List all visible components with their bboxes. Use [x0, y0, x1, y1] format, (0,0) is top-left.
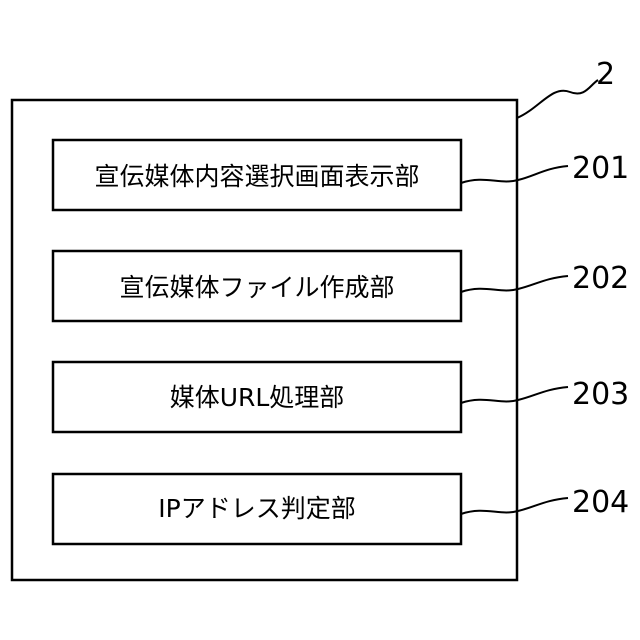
block-201-ref: 201 — [572, 151, 629, 186]
block-204-label: IPアドレス判定部 — [158, 494, 355, 523]
block-204-ref: 204 — [572, 485, 629, 520]
block-202-ref: 202 — [572, 261, 629, 296]
block-203-ref: 203 — [572, 377, 629, 412]
outer-ref-label: 2 — [596, 57, 615, 92]
block-201-label: 宣伝媒体内容選択画面表示部 — [94, 162, 419, 191]
block-202-label: 宣伝媒体ファイル作成部 — [119, 273, 394, 302]
block-203-label: 媒体URL処理部 — [170, 383, 345, 412]
outer-ref-leader — [517, 80, 598, 118]
